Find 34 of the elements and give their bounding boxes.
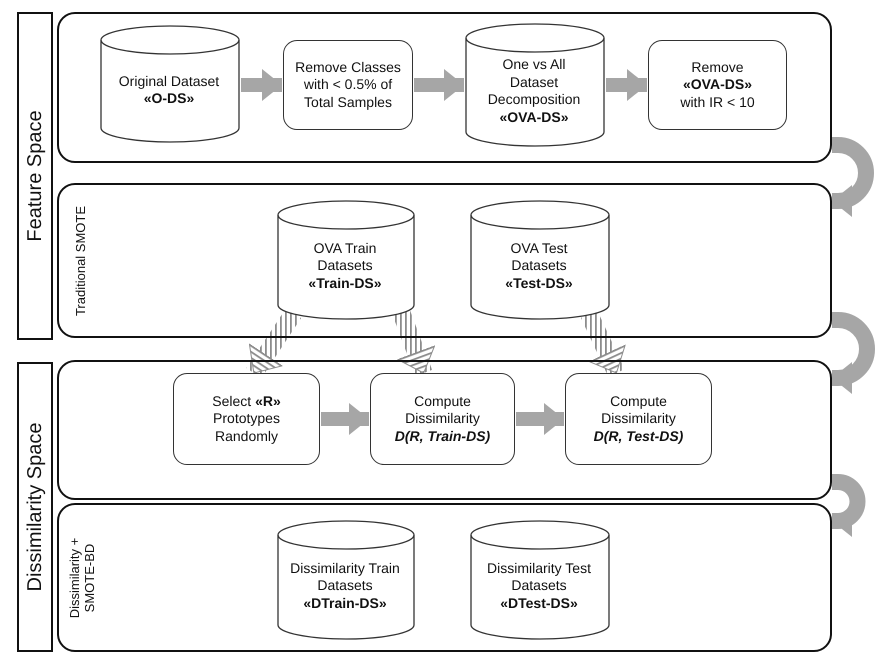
curved-arrow [830, 312, 875, 394]
process-box [173, 373, 320, 465]
process-box [283, 40, 413, 130]
node-label: Select «R» Prototypes Randomly [211, 392, 282, 446]
stage-panel [57, 360, 832, 500]
node-label: Compute Dissimilarity D(R, Train-DS) [394, 392, 492, 446]
node-label: Remove «OVA-DS» with IR < 10 [679, 58, 756, 112]
node-label: Dissimilarity Test Datasets «DTest-DS» [486, 560, 592, 612]
block-arrow [241, 69, 282, 101]
panel-label: Dissimilarity + SMOTE-BD [68, 536, 98, 620]
panel-label: Traditional SMOTE [74, 205, 88, 316]
curved-arrow [830, 137, 874, 217]
block-arrow [321, 403, 369, 435]
node-label: OVA Test Datasets «Test-DS» [504, 240, 574, 292]
node-label: One vs All Dataset Decomposition «OVA-DS» [486, 56, 582, 126]
section-title: Feature Space [24, 110, 46, 242]
section-title: Dissimilarity Space [24, 422, 46, 592]
process-box [648, 40, 787, 130]
node-label: OVA Train Datasets «Train-DS» [307, 240, 383, 292]
process-box [565, 373, 712, 465]
process-box [370, 373, 515, 465]
section-label-box [17, 362, 53, 652]
node-label: Original Dataset «O-DS» [118, 72, 220, 108]
block-arrow [414, 69, 464, 101]
node-label: Remove Classes with < 0.5% of Total Samples [294, 58, 402, 112]
block-arrow [516, 403, 564, 435]
node-label: Dissimilarity Train Datasets «DTrain-DS» [289, 560, 401, 612]
stage-panel [57, 183, 832, 338]
stage-panel [57, 503, 832, 652]
curved-arrow [830, 474, 866, 537]
stage-panel [57, 12, 832, 163]
node-label: Compute Dissimilarity D(R, Test-DS) [592, 392, 684, 446]
section-label-box [17, 12, 53, 340]
block-arrow [606, 69, 647, 101]
